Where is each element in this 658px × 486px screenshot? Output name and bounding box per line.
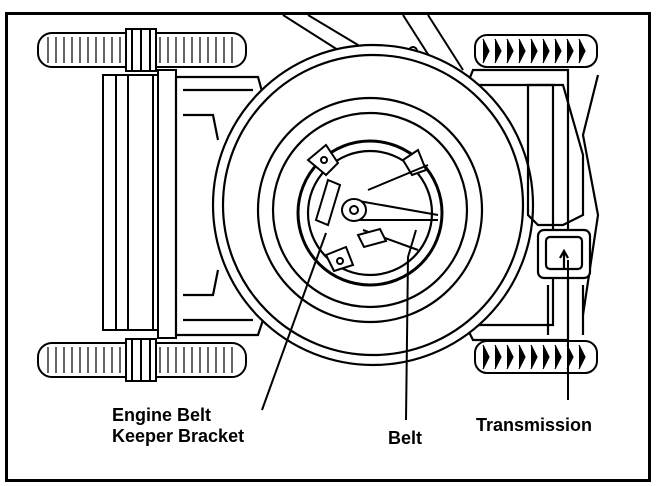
leader-lines [261,229,569,421]
engine-mount [306,143,428,273]
label-line-1: Engine Belt [112,405,212,425]
rear-left-top-wheel [37,28,247,72]
tread-pattern [482,38,586,64]
label-belt: Belt [388,428,423,448]
diagram-frame: Engine Belt Keeper Bracket Belt Transmis… [5,12,651,482]
transmission [526,74,600,335]
deck-housing [211,43,535,367]
front-right-top-wheel [474,34,598,68]
label-engine-belt-keeper-bracket: Engine Belt Keeper Bracket [112,405,244,447]
tread-pattern [47,347,233,373]
drive-belt [341,164,439,251]
rear-left-bottom-wheel [37,338,247,382]
tread-pattern [47,37,233,63]
mower-underside-diagram [37,15,600,421]
engine-belt-keeper-bracket [356,227,388,249]
front-right-bottom-wheel [474,340,598,374]
label-line-2: Keeper Bracket [112,426,245,446]
label-transmission: Transmission [476,415,593,435]
rear-roller [102,69,177,339]
